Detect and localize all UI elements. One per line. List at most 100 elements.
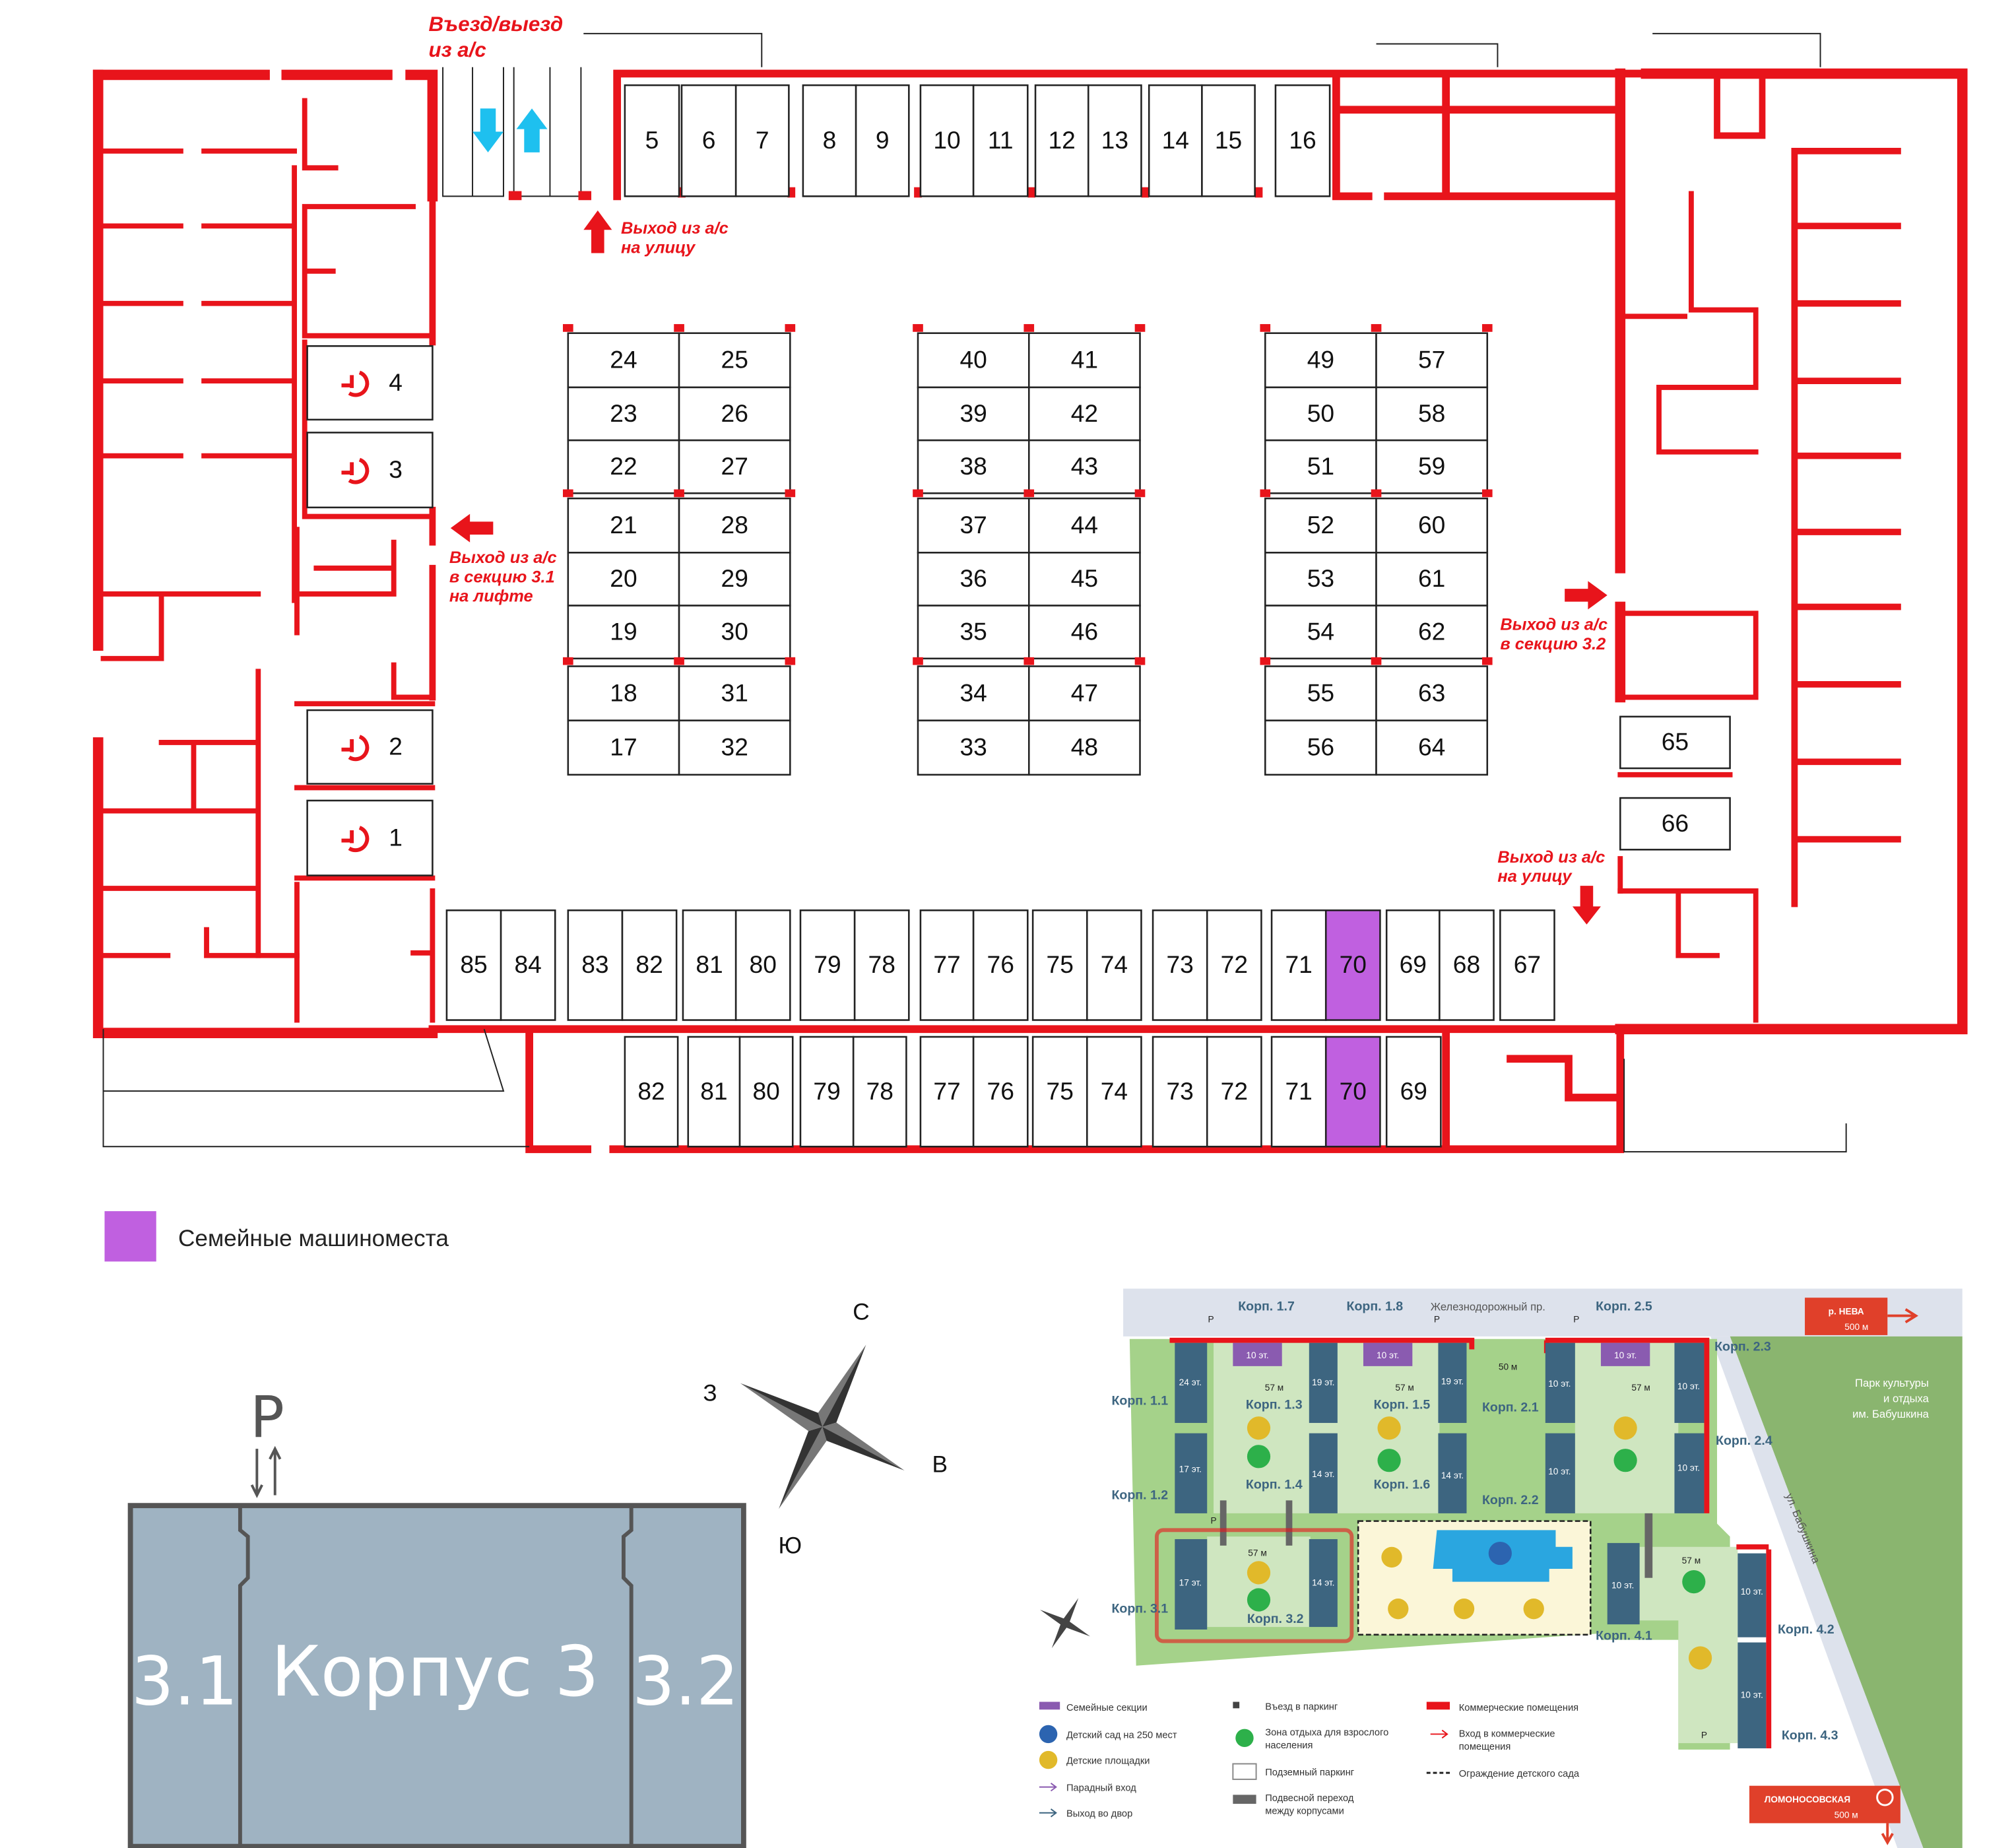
- parking-spot[interactable]: 43: [1027, 439, 1141, 494]
- parking-spot[interactable]: 5: [624, 84, 680, 197]
- parking-spot[interactable]: 23: [567, 386, 680, 442]
- parking-spot[interactable]: 33: [917, 719, 1030, 776]
- parking-spot[interactable]: 50: [1264, 386, 1377, 442]
- parking-spot[interactable]: 6: [680, 84, 737, 197]
- parking-spot[interactable]: 69: [1385, 909, 1441, 1021]
- parking-spot[interactable]: 8: [802, 84, 857, 197]
- parking-spot[interactable]: 17: [567, 719, 680, 776]
- parking-spot[interactable]: 83: [567, 909, 624, 1021]
- parking-spot[interactable]: 57: [1375, 332, 1489, 389]
- parking-spot[interactable]: 41: [1027, 332, 1141, 389]
- parking-spot[interactable]: 22: [567, 439, 680, 494]
- parking-spot[interactable]: 55: [1264, 665, 1377, 721]
- parking-spot[interactable]: 30: [678, 605, 791, 660]
- family-legend-swatch: [104, 1211, 156, 1262]
- parking-spot[interactable]: 46: [1027, 605, 1141, 660]
- parking-spot[interactable]: 26: [678, 386, 791, 442]
- parking-spot[interactable]: 65: [1619, 715, 1731, 770]
- parking-spot[interactable]: 77: [919, 909, 975, 1021]
- parking-spot[interactable]: 45: [1027, 552, 1141, 607]
- parking-spot[interactable]: 79: [799, 909, 856, 1021]
- parking-spot[interactable]: 37: [917, 497, 1030, 554]
- parking-spot[interactable]: 73: [1152, 909, 1208, 1021]
- parking-spot[interactable]: 35: [917, 605, 1030, 660]
- parking-spot[interactable]: 20: [567, 552, 680, 607]
- parking-spot[interactable]: 24: [567, 332, 680, 389]
- parking-spot[interactable]: 58: [1375, 386, 1489, 442]
- parking-spot[interactable]: 34: [917, 665, 1030, 721]
- parking-spot[interactable]: 59: [1375, 439, 1489, 494]
- parking-spot[interactable]: 31: [678, 665, 791, 721]
- parking-spot[interactable]: 13: [1087, 84, 1142, 197]
- parking-spot[interactable]: 11: [972, 84, 1029, 197]
- parking-spot[interactable]: 61: [1375, 552, 1489, 607]
- parking-spot[interactable]: 63: [1375, 665, 1489, 721]
- parking-spot[interactable]: 54: [1264, 605, 1377, 660]
- parking-spot[interactable]: 19: [567, 605, 680, 660]
- parking-spot[interactable]: 29: [678, 552, 791, 607]
- parking-spot[interactable]: 27: [678, 439, 791, 494]
- parking-spot[interactable]: 9: [855, 84, 910, 197]
- parking-spot[interactable]: 74: [1086, 909, 1142, 1021]
- parking-spot[interactable]: 71: [1270, 909, 1327, 1021]
- parking-spot[interactable]: 14: [1148, 84, 1203, 197]
- parking-spot[interactable]: 7: [734, 84, 790, 197]
- parking-spot[interactable]: 64: [1375, 719, 1489, 776]
- parking-spot[interactable]: 81: [682, 909, 737, 1021]
- parking-spot[interactable]: 80: [738, 1036, 794, 1148]
- parking-spot[interactable]: 40: [917, 332, 1030, 389]
- parking-spot[interactable]: 79: [799, 1036, 855, 1148]
- parking-spot[interactable]: 52: [1264, 497, 1377, 554]
- parking-spot[interactable]: 72: [1206, 1036, 1262, 1148]
- parking-spot[interactable]: 82: [624, 1036, 679, 1148]
- parking-spot[interactable]: 84: [500, 909, 556, 1021]
- parking-spot[interactable]: 38: [917, 439, 1030, 494]
- accessible-parking-spot[interactable]: 2: [306, 709, 434, 785]
- parking-spot[interactable]: 82: [621, 909, 678, 1021]
- parking-spot[interactable]: 48: [1027, 719, 1141, 776]
- parking-spot[interactable]: 36: [917, 552, 1030, 607]
- accessible-parking-spot[interactable]: 3: [306, 432, 434, 509]
- parking-spot[interactable]: 60: [1375, 497, 1489, 554]
- parking-spot[interactable]: 78: [852, 1036, 907, 1148]
- parking-spot[interactable]: 74: [1086, 1036, 1142, 1148]
- accessible-parking-spot[interactable]: 4: [306, 345, 434, 421]
- parking-spot[interactable]: 67: [1499, 909, 1555, 1021]
- parking-spot[interactable]: 10: [919, 84, 975, 197]
- parking-spot[interactable]: 69: [1385, 1036, 1442, 1148]
- family-parking-spot[interactable]: 70: [1324, 909, 1381, 1021]
- parking-spot[interactable]: 15: [1201, 84, 1256, 197]
- parking-spot[interactable]: 76: [972, 1036, 1029, 1148]
- parking-spot[interactable]: 25: [678, 332, 791, 389]
- parking-spot[interactable]: 49: [1264, 332, 1377, 389]
- parking-spot[interactable]: 47: [1027, 665, 1141, 721]
- parking-spot[interactable]: 68: [1439, 909, 1495, 1021]
- parking-spot[interactable]: 75: [1031, 1036, 1088, 1148]
- parking-spot[interactable]: 81: [687, 1036, 741, 1148]
- parking-spot[interactable]: 56: [1264, 719, 1377, 776]
- parking-spot[interactable]: 71: [1270, 1036, 1327, 1148]
- family-parking-spot[interactable]: 70: [1324, 1036, 1381, 1148]
- parking-spot[interactable]: 21: [567, 497, 680, 554]
- parking-spot[interactable]: 42: [1027, 386, 1141, 442]
- parking-spot[interactable]: 85: [445, 909, 502, 1021]
- parking-spot[interactable]: 78: [853, 909, 910, 1021]
- parking-spot[interactable]: 76: [972, 909, 1029, 1021]
- parking-spot[interactable]: 39: [917, 386, 1030, 442]
- parking-spot[interactable]: 16: [1274, 84, 1331, 197]
- parking-spot[interactable]: 51: [1264, 439, 1377, 494]
- parking-spot[interactable]: 77: [919, 1036, 975, 1148]
- parking-spot[interactable]: 72: [1206, 909, 1262, 1021]
- parking-spot[interactable]: 80: [734, 909, 791, 1021]
- parking-spot[interactable]: 73: [1152, 1036, 1208, 1148]
- parking-spot[interactable]: 53: [1264, 552, 1377, 607]
- parking-spot[interactable]: 12: [1034, 84, 1089, 197]
- parking-spot[interactable]: 75: [1031, 909, 1088, 1021]
- parking-spot[interactable]: 18: [567, 665, 680, 721]
- parking-spot[interactable]: 32: [678, 719, 791, 776]
- parking-spot[interactable]: 28: [678, 497, 791, 554]
- parking-spot[interactable]: 44: [1027, 497, 1141, 554]
- parking-spot[interactable]: 66: [1619, 797, 1731, 851]
- parking-spot[interactable]: 62: [1375, 605, 1489, 660]
- accessible-parking-spot[interactable]: 1: [306, 799, 434, 876]
